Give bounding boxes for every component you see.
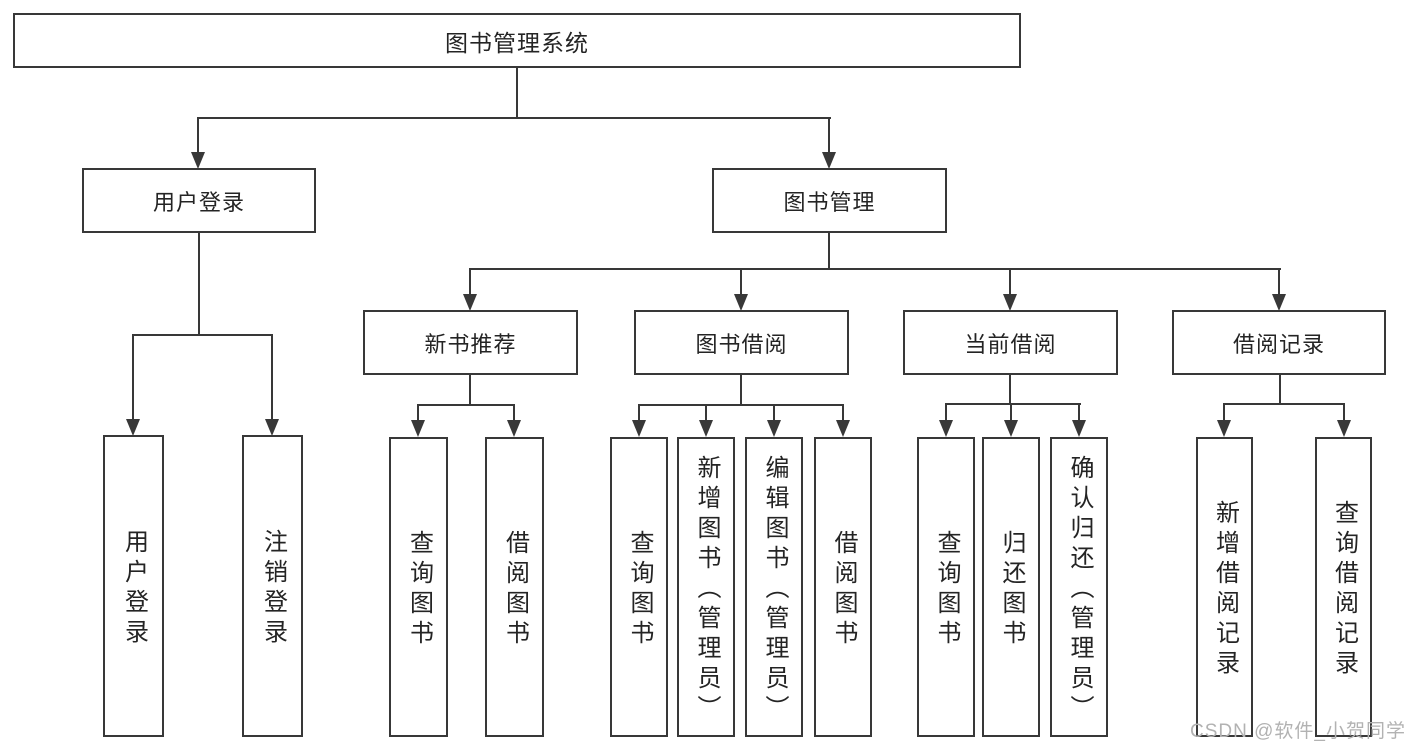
leaf-add-borrow-record: 新增借阅记录 bbox=[1196, 437, 1253, 737]
connector-current-borrow-stem bbox=[1009, 374, 1011, 405]
csdn-watermark: CSDN @软件_小贺同学 bbox=[1190, 721, 1405, 742]
leaf-borrow-books-recommend: 借阅图书 bbox=[485, 437, 544, 737]
node-book-borrowing-label: 图书借阅 bbox=[695, 331, 788, 357]
node-current-borrowing: 当前借阅 bbox=[903, 310, 1118, 375]
arrowhead-down-icon bbox=[126, 419, 140, 436]
arrowhead-down-icon bbox=[265, 419, 279, 436]
connector-root-crossbar bbox=[197, 117, 831, 119]
connector-root-stem bbox=[516, 67, 518, 119]
leaf-query-books-recommend-label: 查询图书 bbox=[405, 530, 433, 650]
connector-new-book-crossbar bbox=[417, 404, 515, 406]
connector-drop bbox=[1010, 403, 1012, 421]
connector-drop bbox=[417, 404, 419, 421]
connector-drop bbox=[945, 403, 947, 421]
connector-user-login-stem bbox=[198, 232, 200, 336]
leaf-user-login: 用户登录 bbox=[103, 435, 164, 737]
leaf-query-books-borrowing: 查询图书 bbox=[610, 437, 668, 737]
connector-book-management-stem bbox=[828, 232, 830, 270]
connector-book-management-crossbar bbox=[469, 268, 1281, 270]
leaf-query-borrow-record-label: 查询借阅记录 bbox=[1330, 500, 1358, 680]
arrowhead-down-icon bbox=[822, 152, 836, 169]
arrowhead-down-icon bbox=[507, 420, 521, 437]
node-library-management-system: 图书管理系统 bbox=[13, 13, 1021, 68]
node-borrowing-records: 借阅记录 bbox=[1172, 310, 1386, 375]
connector-book-borrow-stem bbox=[740, 374, 742, 406]
arrowhead-down-icon bbox=[1004, 420, 1018, 437]
connector-drop bbox=[842, 404, 844, 421]
arrowhead-down-icon bbox=[767, 420, 781, 437]
leaf-add-books-admin-label: 新增图书（管理员） bbox=[693, 455, 720, 725]
arrowhead-down-icon bbox=[836, 420, 850, 437]
connector-drop bbox=[1078, 403, 1080, 421]
arrowhead-down-icon bbox=[411, 420, 425, 437]
connector-new-book-stem bbox=[469, 374, 471, 406]
node-library-management-system-label: 图书管理系统 bbox=[445, 29, 589, 56]
leaf-return-books: 归还图书 bbox=[982, 437, 1040, 737]
leaf-logout: 注销登录 bbox=[242, 435, 303, 737]
leaf-borrow-books-recommend-label: 借阅图书 bbox=[501, 530, 529, 650]
arrowhead-down-icon bbox=[191, 152, 205, 169]
leaf-query-borrow-record: 查询借阅记录 bbox=[1315, 437, 1372, 737]
arrowhead-down-icon bbox=[939, 420, 953, 437]
leaf-borrow-books-borrowing-label: 借阅图书 bbox=[830, 530, 857, 650]
arrowhead-down-icon bbox=[734, 294, 748, 311]
node-current-borrowing-label: 当前借阅 bbox=[964, 331, 1057, 357]
connector-drop-leaf-logout bbox=[271, 334, 273, 420]
arrowhead-down-icon bbox=[1337, 420, 1351, 437]
arrowhead-down-icon bbox=[463, 294, 477, 311]
node-borrowing-records-label: 借阅记录 bbox=[1232, 331, 1325, 357]
leaf-add-borrow-record-label: 新增借阅记录 bbox=[1211, 500, 1239, 680]
leaf-query-books-current-label: 查询图书 bbox=[933, 530, 960, 650]
arrowhead-down-icon bbox=[699, 420, 713, 437]
leaf-borrow-books-borrowing: 借阅图书 bbox=[814, 437, 872, 737]
connector-drop-book-management bbox=[828, 117, 830, 154]
connector-book-borrow-crossbar bbox=[638, 404, 844, 406]
node-user-login-label: 用户登录 bbox=[152, 189, 245, 215]
connector-drop bbox=[1343, 403, 1345, 421]
connector-drop-current-borrow bbox=[1009, 268, 1011, 295]
node-book-management: 图书管理 bbox=[712, 168, 947, 233]
node-book-borrowing: 图书借阅 bbox=[634, 310, 849, 375]
leaf-user-login-label: 用户登录 bbox=[120, 529, 148, 649]
leaf-query-books-borrowing-label: 查询图书 bbox=[626, 530, 653, 650]
leaf-edit-books-admin-label: 编辑图书（管理员） bbox=[761, 455, 788, 725]
leaf-query-books-recommend: 查询图书 bbox=[389, 437, 448, 737]
arrowhead-down-icon bbox=[1003, 294, 1017, 311]
connector-current-borrow-crossbar bbox=[945, 403, 1081, 405]
leaf-add-books-admin: 新增图书（管理员） bbox=[677, 437, 735, 737]
connector-drop-user-login bbox=[197, 117, 199, 154]
leaf-return-books-label: 归还图书 bbox=[998, 530, 1025, 650]
connector-user-login-crossbar bbox=[132, 334, 273, 336]
connector-drop bbox=[638, 404, 640, 421]
connector-borrow-record-crossbar bbox=[1223, 403, 1345, 405]
connector-drop-leaf-login bbox=[132, 334, 134, 420]
leaf-confirm-return-admin-label: 确认归还（管理员） bbox=[1066, 455, 1093, 725]
leaf-confirm-return-admin: 确认归还（管理员） bbox=[1050, 437, 1108, 737]
node-new-book-recommend-label: 新书推荐 bbox=[424, 331, 517, 357]
arrowhead-down-icon bbox=[632, 420, 646, 437]
node-book-management-label: 图书管理 bbox=[783, 189, 876, 215]
leaf-query-books-current: 查询图书 bbox=[917, 437, 975, 737]
node-new-book-recommend: 新书推荐 bbox=[363, 310, 578, 375]
arrowhead-down-icon bbox=[1217, 420, 1231, 437]
connector-borrow-record-stem bbox=[1279, 374, 1281, 405]
arrowhead-down-icon bbox=[1272, 294, 1286, 311]
leaf-edit-books-admin: 编辑图书（管理员） bbox=[745, 437, 803, 737]
connector-drop bbox=[513, 404, 515, 421]
connector-drop-new-book bbox=[469, 268, 471, 295]
connector-drop bbox=[705, 404, 707, 421]
connector-drop-borrow-record bbox=[1278, 268, 1280, 295]
connector-drop-book-borrow bbox=[740, 268, 742, 295]
connector-drop bbox=[1223, 403, 1225, 421]
connector-drop bbox=[773, 404, 775, 421]
leaf-logout-label: 注销登录 bbox=[259, 529, 287, 649]
arrowhead-down-icon bbox=[1072, 420, 1086, 437]
node-user-login: 用户登录 bbox=[82, 168, 316, 233]
